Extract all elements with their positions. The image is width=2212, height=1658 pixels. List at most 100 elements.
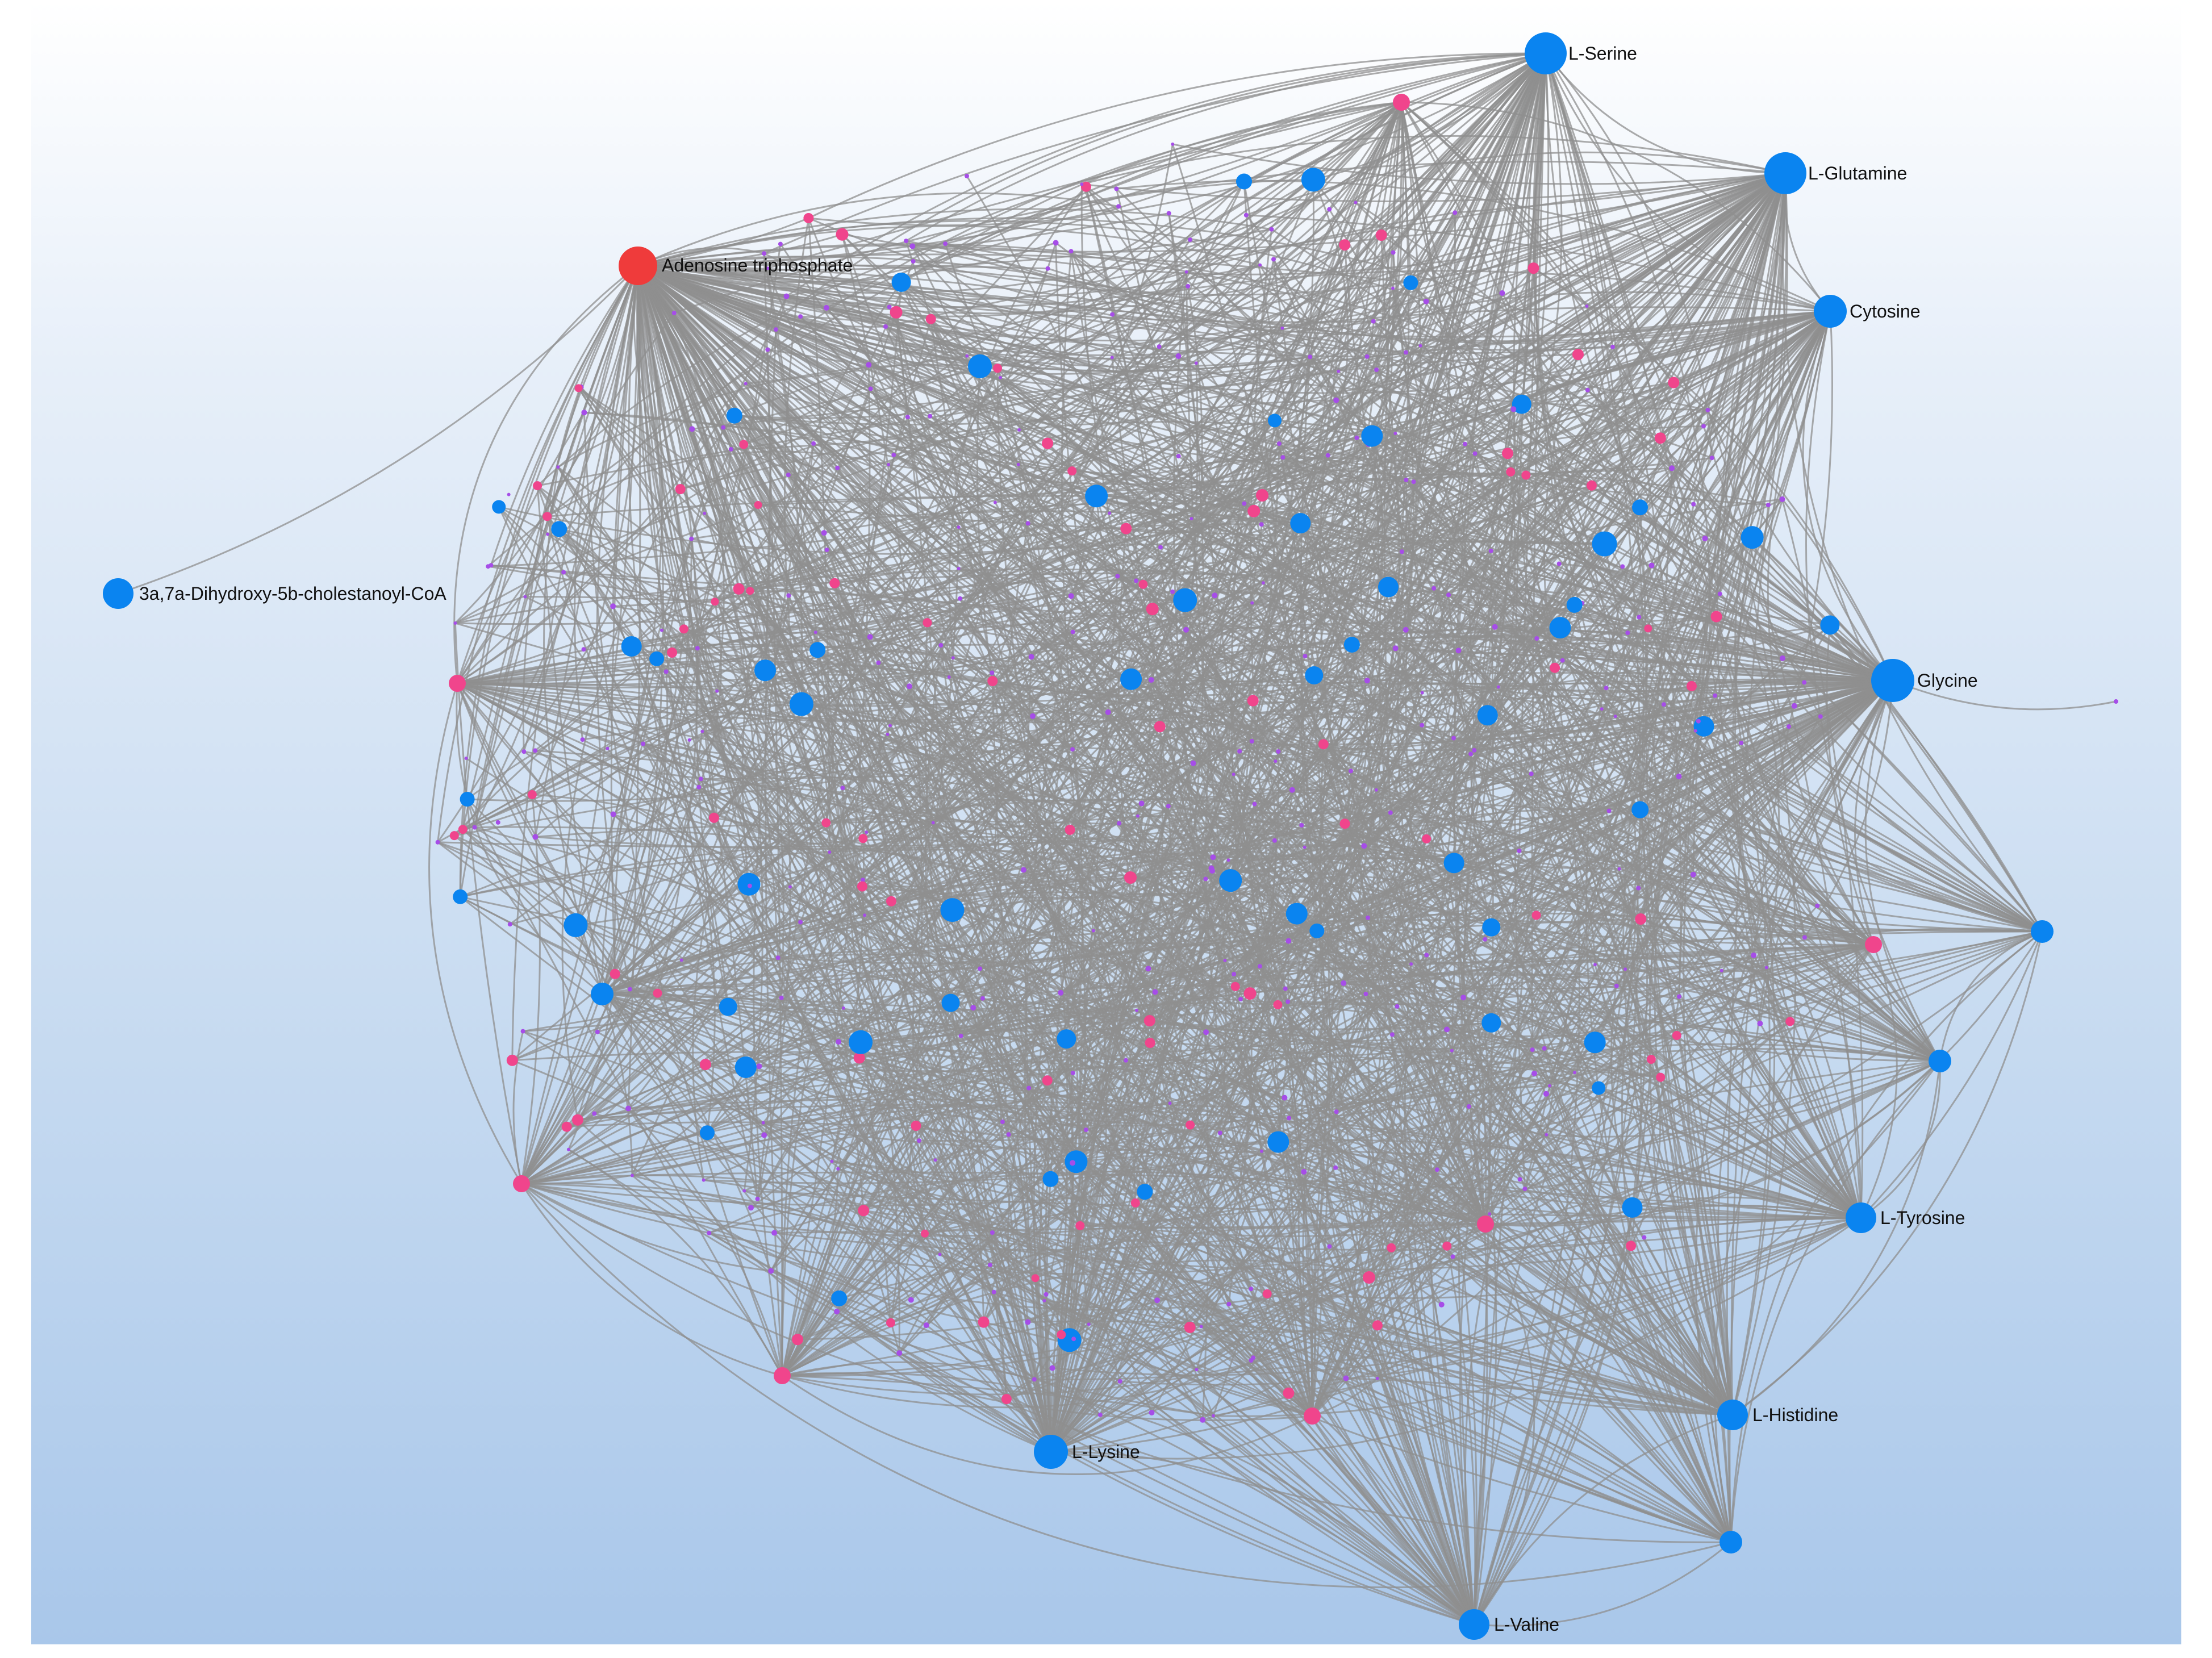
small-node[interactable] [1110,356,1114,360]
pink-node[interactable] [1067,466,1077,476]
small-node[interactable] [695,646,700,651]
small-node[interactable] [464,757,468,760]
small-node[interactable] [1117,1379,1122,1384]
small-node[interactable] [1232,972,1237,976]
small-node[interactable] [991,1289,996,1294]
small-node[interactable] [1364,678,1370,684]
metabolite-node[interactable] [849,1030,873,1054]
small-node[interactable] [1049,1365,1055,1371]
node-l-lysine[interactable] [1034,1435,1068,1469]
small-node[interactable] [1190,517,1193,521]
small-node[interactable] [823,304,829,311]
small-node[interactable] [1409,962,1413,966]
small-node[interactable] [1209,868,1216,874]
small-node[interactable] [821,530,827,536]
small-node[interactable] [863,913,867,917]
small-node[interactable] [1610,344,1615,349]
small-node[interactable] [1276,441,1282,446]
metabolite-node[interactable] [1057,1029,1076,1049]
metabolite-node[interactable] [1741,526,1764,549]
metabolite-node[interactable] [1482,918,1501,937]
small-node[interactable] [1434,1167,1439,1172]
small-node[interactable] [1154,1297,1161,1304]
small-node[interactable] [1661,702,1666,707]
small-node[interactable] [1258,263,1262,267]
small-node[interactable] [1709,456,1714,461]
small-node[interactable] [1260,1149,1263,1153]
small-node[interactable] [1006,1132,1011,1137]
metabolite-node[interactable] [551,521,567,537]
small-node[interactable] [1613,715,1617,719]
metabolite-node[interactable] [726,407,742,424]
pink-node[interactable] [1527,262,1539,274]
metabolite-node[interactable] [891,272,911,292]
metabolite-node[interactable] [1042,1171,1059,1187]
small-node[interactable] [715,689,719,693]
small-node[interactable] [1026,1085,1032,1091]
small-node[interactable] [1171,142,1175,146]
small-node[interactable] [755,1196,760,1201]
pink-node[interactable] [1243,987,1257,1000]
metabolite-node[interactable] [1268,414,1282,428]
small-node[interactable] [1259,522,1264,527]
small-node[interactable] [495,820,500,825]
small-node[interactable] [1522,1187,1527,1192]
small-node[interactable] [703,511,707,515]
small-node[interactable] [1327,1244,1332,1249]
small-node[interactable] [868,386,873,391]
pink-node[interactable] [1672,1031,1681,1040]
pink-node[interactable] [1057,1330,1066,1339]
small-node[interactable] [1600,707,1604,711]
small-node[interactable] [1403,627,1409,633]
small-node[interactable] [828,850,832,854]
small-node[interactable] [1366,915,1370,920]
small-node[interactable] [561,570,566,575]
small-node[interactable] [660,628,663,632]
small-node[interactable] [1249,1287,1254,1292]
small-node[interactable] [1042,1298,1046,1302]
small-node[interactable] [891,452,896,457]
small-node[interactable] [1472,451,1478,456]
small-node[interactable] [1593,963,1597,967]
small-node[interactable] [1166,804,1171,809]
small-node[interactable] [970,1005,976,1011]
small-node[interactable] [1404,350,1408,355]
small-node[interactable] [1450,1049,1454,1053]
metabolite-node[interactable] [460,792,475,807]
pink-node[interactable] [1626,1241,1637,1251]
pink-node[interactable] [853,1052,865,1064]
small-node[interactable] [1388,810,1393,815]
small-node[interactable] [1325,453,1330,458]
pink-node[interactable] [1375,229,1387,241]
small-node[interactable] [1468,751,1474,757]
small-node[interactable] [1786,724,1791,729]
small-node[interactable] [798,920,803,925]
pink-node[interactable] [792,1334,803,1346]
small-node[interactable] [1032,1377,1037,1382]
small-node[interactable] [1168,1101,1172,1105]
small-node[interactable] [580,737,585,742]
metabolite-node[interactable] [809,642,826,658]
metabolite-node[interactable] [1477,705,1498,726]
small-node[interactable] [486,564,491,569]
small-node[interactable] [775,955,781,960]
small-node[interactable] [1354,435,1359,440]
blue-hub-node[interactable] [1929,1050,1951,1072]
pink-node[interactable] [1262,1289,1272,1298]
small-node[interactable] [671,311,677,316]
small-node[interactable] [987,1263,992,1268]
pink-hub-node[interactable] [774,1367,791,1384]
pink-node[interactable] [886,896,896,907]
small-node[interactable] [1025,1319,1031,1325]
small-node[interactable] [696,784,702,790]
small-node[interactable] [1289,787,1295,793]
small-node[interactable] [1070,1160,1076,1166]
pink-node[interactable] [754,501,762,509]
small-node[interactable] [689,426,695,432]
small-node[interactable] [1483,937,1488,942]
small-node[interactable] [1517,1177,1522,1182]
small-node[interactable] [965,173,969,178]
small-node[interactable] [1488,548,1493,553]
small-node[interactable] [1068,593,1074,599]
small-node[interactable] [1194,361,1198,365]
